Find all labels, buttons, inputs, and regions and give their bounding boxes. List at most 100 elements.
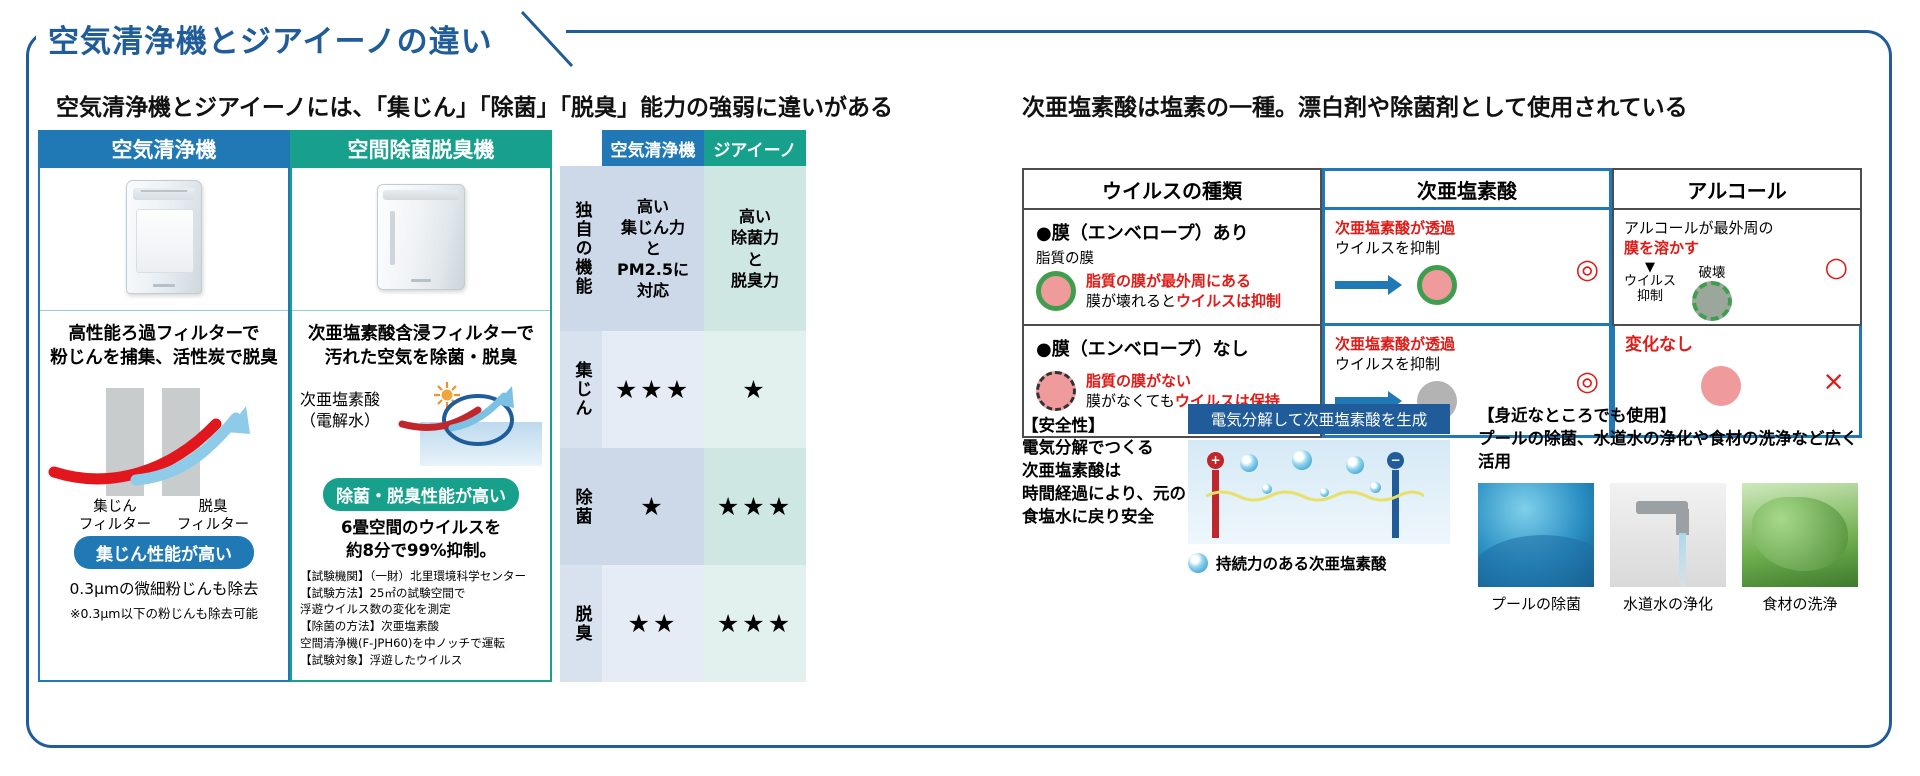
header-air-purifier: 空気清浄機 [602, 130, 704, 166]
photo-caption: 水道水の浄化 [1622, 595, 1713, 614]
cathode-label: − [1387, 452, 1404, 469]
air-purifier-lead: 高性能ろ過フィルターで 粉じんを捕集、活性炭で脱臭 [50, 324, 278, 368]
kind-sub: 脂質の膜 [1036, 251, 1094, 267]
alc-line-1: アルコールが最外周の [1624, 219, 1774, 237]
title-notch [36, 10, 566, 62]
fineprint-line: 空間清浄機(F-JPH60)を中ノッチで運転 [300, 635, 505, 650]
air-purifier-note: 0.3μmの微細粉じんも除去 [69, 580, 259, 599]
water-stream-icon [1679, 533, 1686, 588]
card-air-purifier-title: 空気清浄機 [40, 132, 288, 168]
ziaino-fineprint: 【試験機関】（一財）北里環境科学センター 【試験方法】25㎡の試験空間で 浮遊ウ… [292, 562, 550, 669]
cell-hypochlorous-enveloped: 次亜塩素酸が透過 ウイルスを抑制 ◎ [1322, 210, 1612, 326]
row-label-feature: 独自の機能 [560, 166, 602, 331]
table-row: 除菌 ★ ★★★ [560, 448, 806, 565]
header-ziaino: ジアイーノ [704, 130, 806, 166]
cell-ziaino-sterilize: ★★★ [704, 448, 806, 565]
fineprint-line: 【試験方法】25㎡の試験空間で [300, 585, 466, 600]
bubble-icon [1320, 488, 1329, 497]
air-purifier-photo [40, 168, 288, 311]
kind-line-2: 膜が壊れるとウイルスは抑制 [1086, 291, 1281, 311]
comparison-star-table: 空気清浄機 ジアイーノ 独自の機能 高い 集じん力 と PM2.5に 対応 高い… [560, 130, 806, 682]
hypo-rating-mark: ◎ [1575, 366, 1599, 397]
cathode-rod-icon: − [1387, 452, 1404, 538]
cell-air-sterilize: ★ [602, 448, 704, 565]
row-label-text: 独自の機能 [571, 201, 592, 296]
usage-block: 【身近なところでも使用】 プールの除菌、水道水の浄化や食材の洗浄など広く活用 プ… [1478, 404, 1868, 614]
table-row: 集じん ★★★ ★ [560, 331, 806, 448]
header-corner [560, 130, 602, 166]
virus-table-header: ウイルスの種類 次亜塩素酸 アルコール [1022, 168, 1862, 210]
electrolysis-caption: 電気分解して次亜塩素酸を生成 [1188, 404, 1450, 434]
safety-body: 電気分解でつくる 次亜塩素酸は 時間経過により、元の 食塩水に戻り安全 [1022, 438, 1187, 527]
cell-air-deodorize: ★★ [602, 565, 704, 682]
kind-line-1: 脂質の膜が最外周にある [1086, 272, 1252, 290]
cell-air-dust: ★★★ [602, 331, 704, 448]
table-header-row: 空気清浄機 ジアイーノ [560, 130, 806, 166]
row-label-text: 集じん [571, 361, 592, 418]
electrolysis-footer: 持続力のある次亜塩素酸 [1188, 552, 1450, 574]
fineprint-line: 【試験機関】（一財）北里環境科学センター [300, 568, 527, 583]
electrolysis-footer-text: 持続力のある次亜塩素酸 [1216, 555, 1387, 573]
bubble-icon [1292, 450, 1312, 470]
electrolysis-block: 電気分解して次亜塩素酸を生成 + − 持続力のある次亜塩素酸 [1188, 404, 1450, 574]
alc-arrow-down-icon: ▼ [1645, 259, 1655, 275]
filter-label-deodorize: 脱臭 フィルター [176, 499, 250, 534]
alc-red-text: 変化なし [1625, 335, 1693, 355]
air-purifier-note-small: ※0.3μm以下の粉じんも除去可能 [70, 606, 258, 622]
bubble-icon [1188, 553, 1208, 573]
row-label-text: 脱臭 [571, 604, 592, 643]
outer-frame [26, 30, 1892, 748]
row-label-deodorize: 脱臭 [560, 565, 602, 682]
vent-line [141, 190, 187, 192]
ziaino-badge: 除菌・脱臭性能が高い [323, 478, 519, 512]
sun-icon [434, 382, 460, 409]
right-section-heading: 次亜塩素酸は塩素の一種。漂白剤や除菌剤として使用されている [1022, 95, 1688, 121]
row-label-dust: 集じん [560, 331, 602, 448]
ziaino-device-icon [377, 184, 465, 290]
safety-block: 【安全性】 電気分解でつくる 次亜塩素酸は 時間経過により、元の 食塩水に戻り安… [1022, 412, 1254, 528]
fineprint-line: 【試験対象】浮遊したウイルス [300, 652, 463, 667]
alc-caption: 破壊 [1698, 264, 1726, 281]
virus-row-enveloped: ●膜（エンベロープ）あり 脂質の膜 脂質の膜が最外周にある 膜が壊れるとウイルス… [1022, 210, 1862, 326]
kind-line-2-red: ウイルスは抑制 [1176, 292, 1282, 311]
cell-alcohol-non-enveloped: 変化なし × [1612, 326, 1862, 438]
alc-sub-1: ウイルス [1624, 274, 1677, 290]
ziaino-note: 6畳空間のウイルスを 約8分で99%抑制。 [341, 518, 501, 560]
usage-photo-item: プールの除菌 [1478, 483, 1594, 614]
hypo-plain-text: ウイルスを抑制 [1335, 239, 1441, 258]
kind-title: ●膜（エンベロープ）あり [1036, 223, 1249, 244]
front-panel [390, 211, 395, 265]
header-hypochlorous: 次亜塩素酸 [1322, 168, 1612, 210]
non-enveloped-virus-icon [1036, 371, 1076, 412]
enveloped-virus-icon [1036, 271, 1076, 312]
brand-logo [153, 284, 175, 287]
air-purifier-badge: 集じん性能が高い [74, 536, 254, 570]
ziaino-lead: 次亜塩素酸含浸フィルターで 汚れた空気を除菌・脱臭 [307, 324, 535, 368]
cell-ziaino-deodorize: ★★★ [704, 565, 806, 682]
usage-title: 【身近なところでも使用】 [1478, 406, 1676, 425]
bubble-icon [1346, 456, 1364, 474]
current-wave-icon [1206, 490, 1424, 502]
anode-rod-icon: + [1207, 452, 1224, 538]
bubble-icon [1370, 482, 1381, 493]
hypo-red-text: 次亜塩素酸が透過 [1335, 219, 1456, 237]
hypochlorous-label: 次亜塩素酸 （電解水） [300, 390, 381, 431]
brand-logo [411, 279, 431, 282]
filter-label-dust: 集じん フィルター [78, 499, 152, 534]
cell-alcohol-enveloped: アルコールが最外周の 膜を溶かす ▼ ウイルス 抑制 破壊 ○ [1612, 210, 1862, 326]
hypo-plain-text: ウイルスを抑制 [1335, 355, 1441, 374]
enveloped-virus-icon [1417, 264, 1457, 305]
air-purifier-device-icon [126, 180, 202, 294]
tap-water-photo [1610, 483, 1726, 588]
photo-caption: 食材の洗浄 [1762, 595, 1838, 614]
intact-virus-icon [1701, 366, 1741, 406]
bubble-icon [1262, 484, 1272, 494]
bubble-icon [1240, 454, 1258, 472]
page-title: 空気清浄機とジアイーノの違い [48, 24, 493, 60]
alc-sub-2: 抑制 [1637, 289, 1664, 305]
table-row: 独自の機能 高い 集じん力 と PM2.5に 対応 高い 除菌力 と 脱臭力 [560, 166, 806, 331]
header-alcohol: アルコール [1612, 168, 1862, 210]
vegetable-photo [1742, 483, 1858, 588]
cell-ziaino-feature: 高い 除菌力 と 脱臭力 [704, 166, 806, 331]
